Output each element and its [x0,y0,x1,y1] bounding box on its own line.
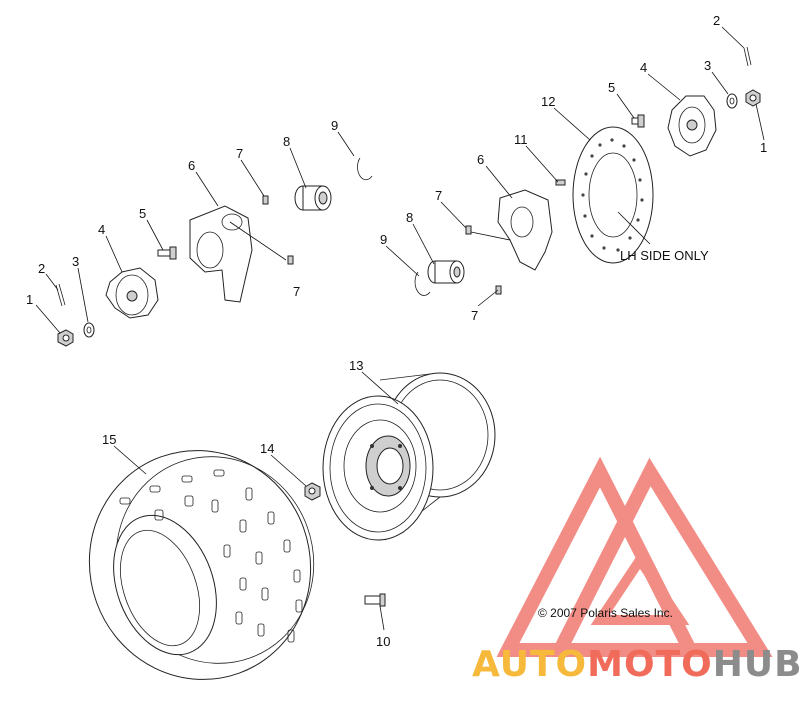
lh-side-only-note: LH SIDE ONLY [620,248,709,263]
callout-11: 11 [514,132,528,147]
wheel-stud-part [364,593,386,607]
callout-15: 15 [102,432,116,447]
hub-right-part [667,95,717,157]
callout-9-left: 9 [331,118,338,133]
callout-labels: 1 2 3 4 5 6 7 7 8 9 6 7 7 8 9 11 12 5 4 … [26,13,767,649]
wheel-part [322,372,496,541]
callout-1-left: 1 [26,292,33,307]
callout-9-mid: 9 [380,232,387,247]
callout-3-left: 3 [72,254,79,269]
cotter-pin-right-part [743,46,752,67]
leader-lines [35,26,765,631]
callout-7-left-top: 7 [236,146,243,161]
bolt-left-part [157,246,177,260]
wordmark-auto: AUTO [472,644,587,685]
wordmark-moto: MOTO [587,644,713,685]
cotter-pin-left-part [55,283,66,307]
callout-12: 12 [541,94,555,109]
bearing-right-part [427,260,465,284]
copyright-note: © 2007 Polaris Sales Inc. [538,606,673,620]
washer-left-part [83,322,95,338]
lug-nut-part [304,482,321,501]
callout-6-mid: 6 [477,152,484,167]
nut-right-part [745,89,761,107]
callout-5-right: 5 [608,80,615,95]
screw-part [555,179,566,186]
automotohub-wordmark: AUTOMOTOHUB [472,644,800,685]
callout-10: 10 [376,634,390,649]
snap-ring-left-part [357,157,373,181]
callout-4-right: 4 [640,60,647,75]
grease-fitting-mid-bottom-part [495,285,502,295]
grease-fitting-left-bottom-part [287,255,294,265]
grease-fitting-left-top-part [262,195,269,205]
callout-4-left: 4 [98,222,105,237]
callout-8-mid: 8 [406,210,413,225]
wordmark-hub: HUB [713,644,800,685]
callout-14: 14 [260,441,274,456]
callout-1-right: 1 [760,140,767,155]
knuckle-left-part [189,205,253,303]
nut-left-part [57,329,74,347]
callout-7-mid-bottom: 7 [471,308,478,323]
bolt-right-part [631,114,645,128]
callout-2-right: 2 [713,13,720,28]
callout-8-left: 8 [283,134,290,149]
brake-disc-part [572,126,654,264]
automotohub-logo [496,456,773,657]
callout-6-left: 6 [188,158,195,173]
washer-right-part [726,93,738,109]
callout-7-left-bottom: 7 [293,284,300,299]
snap-ring-right-part [414,271,431,296]
callout-7-mid-top: 7 [435,188,442,203]
callout-13: 13 [349,358,363,373]
tire-part [88,450,315,680]
knuckle-right-part [497,189,553,271]
hub-left-part [105,267,159,319]
callout-5-left: 5 [139,206,146,221]
callout-3-right: 3 [704,58,711,73]
callout-2-left: 2 [38,261,45,276]
bearing-left-part [294,185,332,211]
grease-fitting-mid-top-part [465,225,472,235]
